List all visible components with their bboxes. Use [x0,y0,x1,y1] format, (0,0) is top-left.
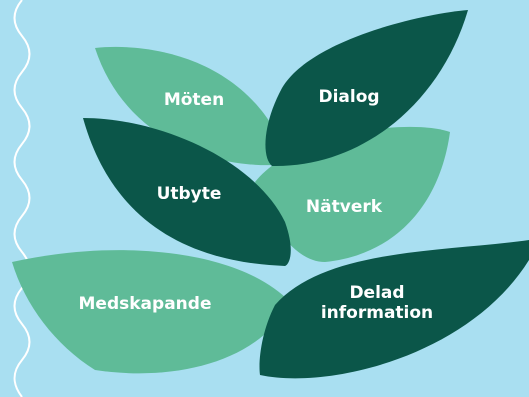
wavy-border-line [13,0,31,397]
leaf-label-moten: Möten [163,90,225,110]
leaf-label-utbyte: Utbyte [156,184,222,204]
leaf-label-natverk: Nätverk [305,197,383,217]
leaf-medskapande [12,250,290,374]
leaf-utbyte [83,118,291,266]
leaf-label-medskapande: Medskapande [78,294,212,314]
leaf-label-delad-line2: information [320,303,434,323]
leaf-label-dialog: Dialog [318,87,380,107]
leaf-dialog [265,10,468,167]
leaf-label-delad-line1: Delad [349,283,405,303]
leaf-delad-information [259,240,529,379]
leaf-moten [95,46,290,166]
leaf-label-delad-information: Delad information [321,283,433,323]
